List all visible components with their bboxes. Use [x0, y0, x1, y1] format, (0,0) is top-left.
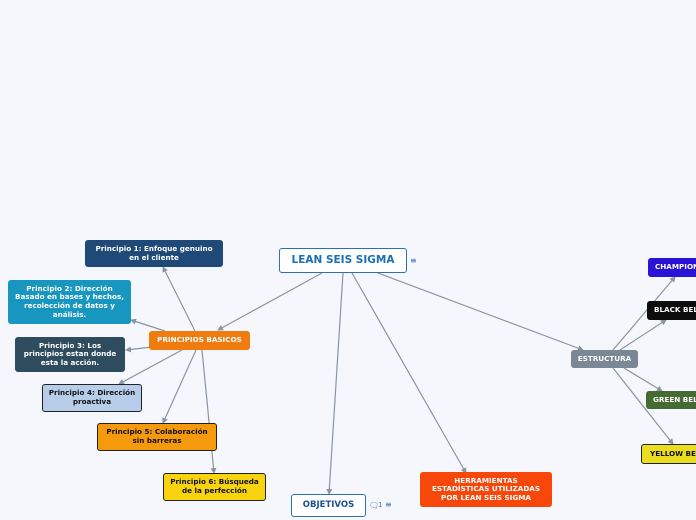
- link-principios-p3: [125, 346, 153, 353]
- principio-1-label: Principio 1: Enfoque genuino en el clien…: [95, 243, 213, 262]
- objetivos-label: OBJETIVOS: [302, 500, 355, 511]
- link-estructura-green: [623, 367, 663, 392]
- link-principios-p2: [130, 318, 166, 332]
- link-principios-p6: [201, 349, 217, 474]
- black-belt-label: BLACK BEL: [654, 305, 696, 315]
- yellow-belt-label: YELLOW BE: [650, 448, 696, 458]
- link-root-objetivos: [326, 272, 344, 495]
- central-topic-label: LEAN SEIS SIGMA: [291, 254, 395, 267]
- herramientas-label: HERRAMIENTAS ESTADÍSTICAS UTILIZADAS POR…: [431, 475, 541, 502]
- objetivos-node[interactable]: OBJETIVOS: [291, 494, 366, 517]
- link-principios-p5: [162, 349, 197, 424]
- herramientas-node[interactable]: HERRAMIENTAS ESTADÍSTICAS UTILIZADAS POR…: [420, 472, 552, 507]
- link-root-herramientas: [351, 272, 467, 474]
- black-belt-node[interactable]: BLACK BEL: [647, 301, 696, 320]
- principio-1-node[interactable]: Principio 1: Enfoque genuino en el clien…: [85, 240, 223, 267]
- comment-count: 1: [378, 501, 383, 509]
- link-root-estructura: [377, 272, 584, 352]
- principio-6-node[interactable]: Principio 6: Búsqueda de la perfección: [163, 473, 266, 501]
- link-estructura-black: [619, 319, 667, 351]
- green-belt-node[interactable]: GREEN BEL: [646, 391, 696, 409]
- principios-basicos-node[interactable]: PRINCIPIOS BASICOS: [149, 331, 250, 350]
- champion-label: CHAMPION: [655, 262, 696, 272]
- green-belt-label: GREEN BEL: [653, 394, 696, 404]
- principio-3-node[interactable]: Principio 3: Los principios estan donde …: [15, 337, 125, 372]
- principio-5-node[interactable]: Principio 5: Colaboración sin barreras: [97, 423, 217, 451]
- comment-icon[interactable]: 🗨: [369, 501, 380, 510]
- estructura-node[interactable]: ESTRUCTURA: [571, 350, 638, 368]
- link-principios-p4: [118, 349, 183, 385]
- principio-6-label: Principio 6: Búsqueda de la perfección: [170, 477, 259, 495]
- central-topic-node[interactable]: LEAN SEIS SIGMA: [279, 248, 407, 273]
- notes-icon[interactable]: ≡: [385, 500, 392, 509]
- principio-2-label: Principio 2: Dirección Basado en bases y…: [15, 283, 124, 319]
- estructura-label: ESTRUCTURA: [577, 353, 632, 363]
- principio-5-label: Principio 5: Colaboración sin barreras: [106, 427, 208, 445]
- principio-4-label: Principio 4: Dirección proactiva: [48, 388, 136, 406]
- principio-4-node[interactable]: Principio 4: Dirección proactiva: [42, 384, 142, 412]
- champion-node[interactable]: CHAMPION: [648, 258, 696, 277]
- principio-3-label: Principio 3: Los principios estan donde …: [23, 340, 117, 367]
- principio-2-node[interactable]: Principio 2: Dirección Basado en bases y…: [8, 280, 131, 324]
- principios-basicos-label: PRINCIPIOS BASICOS: [157, 335, 242, 345]
- link-estructura-champion: [612, 276, 676, 351]
- yellow-belt-node[interactable]: YELLOW BE: [641, 444, 696, 464]
- link-estructura-yellow: [612, 367, 674, 445]
- notes-icon[interactable]: ≡: [410, 256, 417, 265]
- link-root-principios: [217, 272, 323, 331]
- link-principios-p1: [162, 266, 196, 332]
